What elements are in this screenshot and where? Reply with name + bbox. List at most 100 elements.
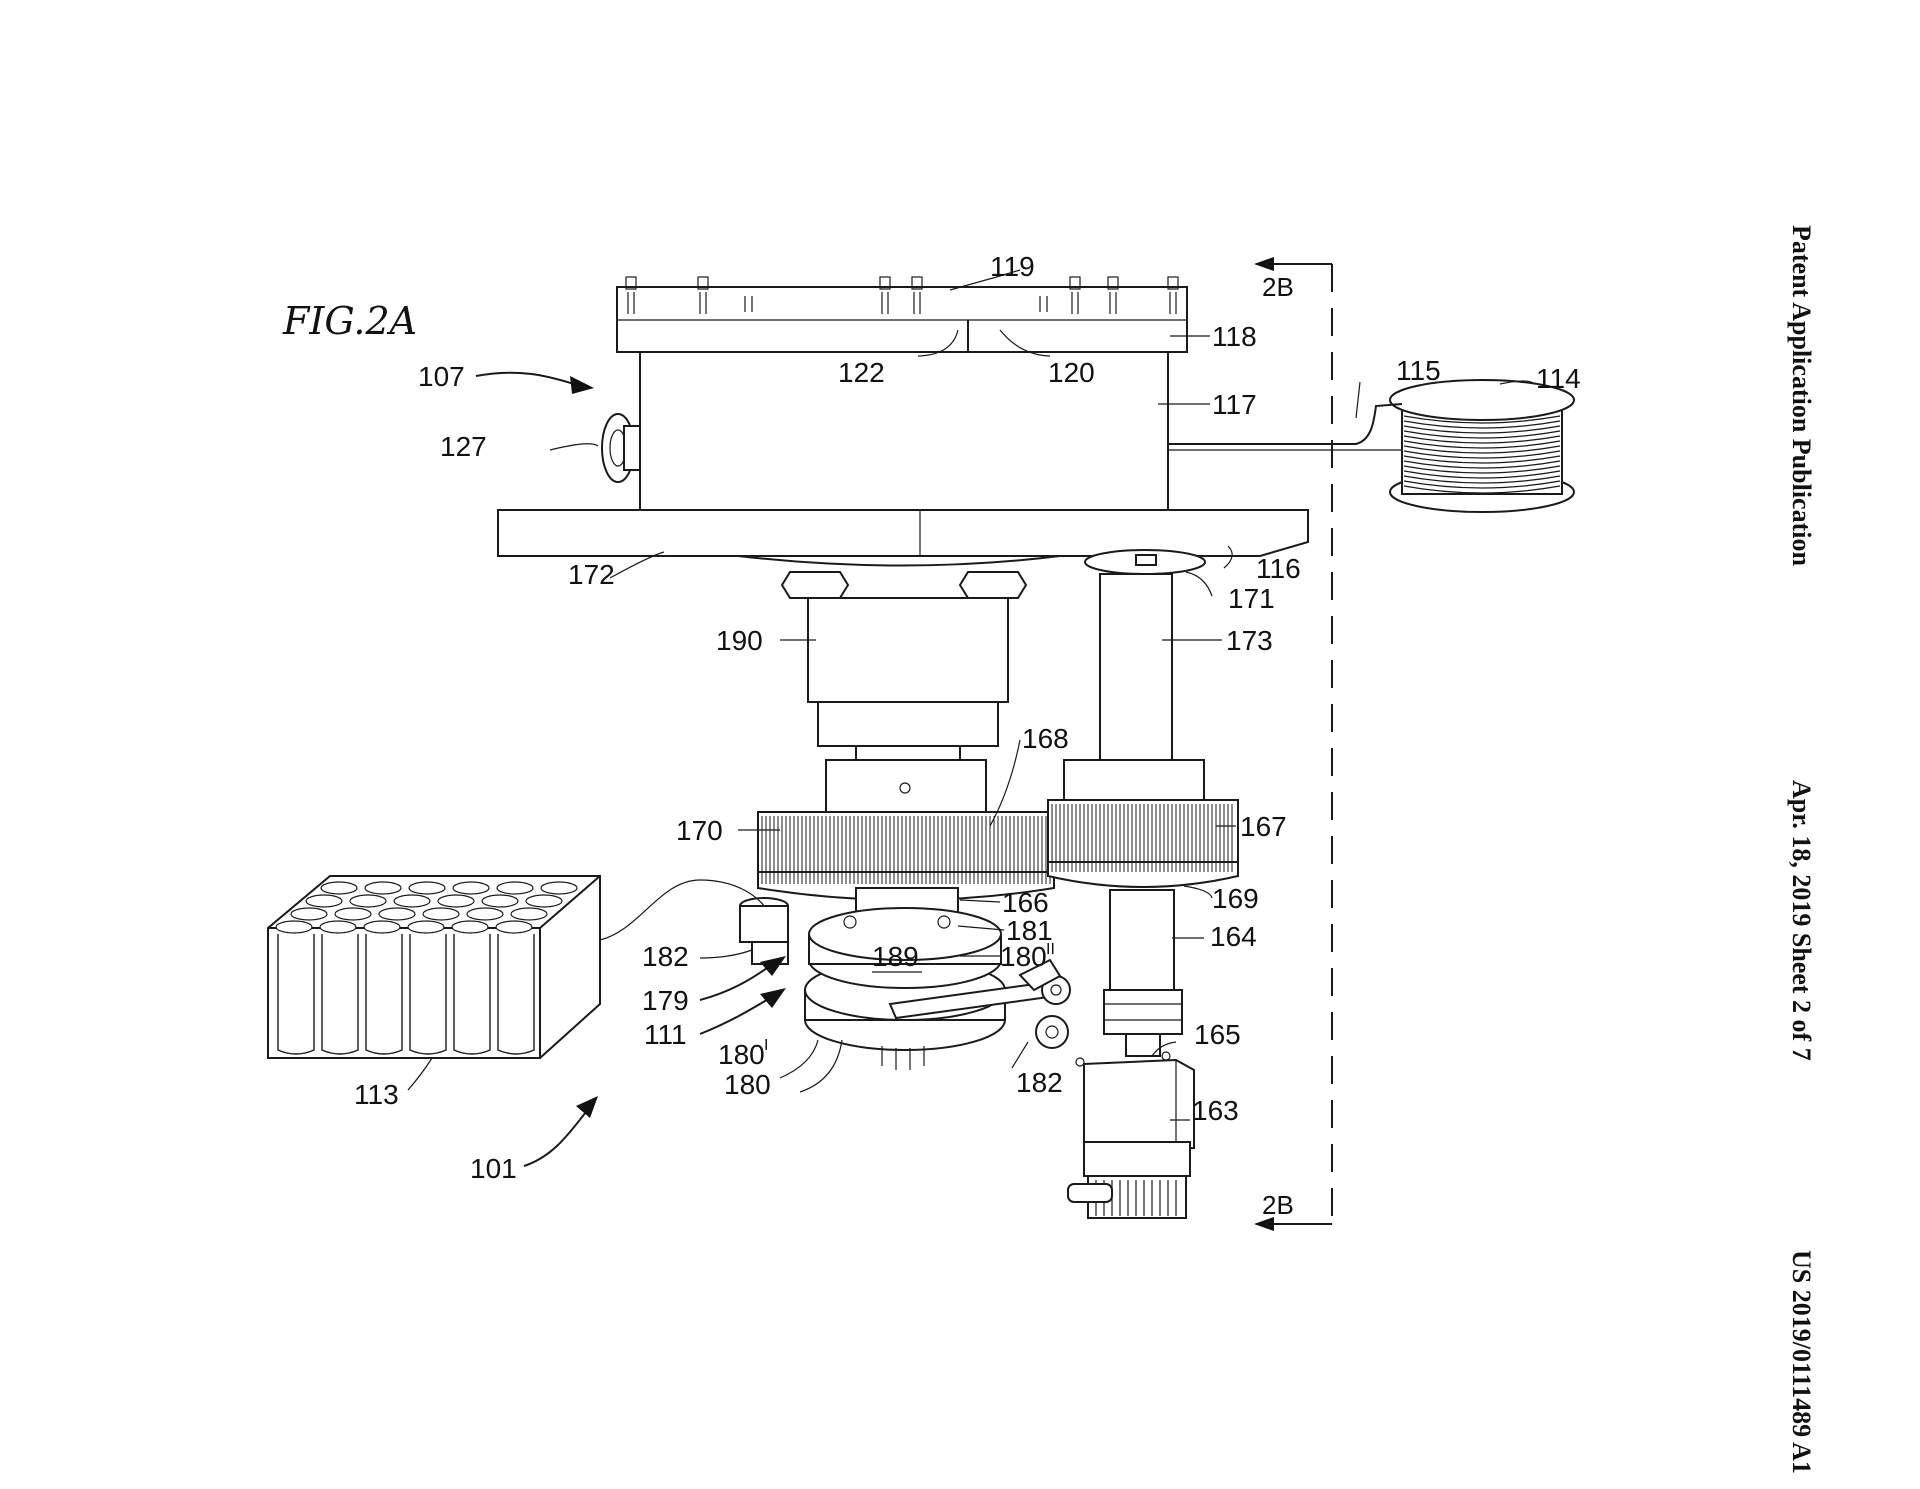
battery-cell-top (275, 920, 313, 934)
ref-170: 170 (676, 815, 723, 846)
battery-cell (497, 934, 535, 1055)
battery-cell-top (452, 881, 490, 895)
spool-wrap (1403, 445, 1561, 454)
spool-wrap (1403, 435, 1561, 444)
battery-cell (409, 934, 447, 1055)
section-arrow-icon (1254, 257, 1274, 271)
ref-171: 171 (1228, 583, 1275, 614)
ref-172: 172 (568, 559, 615, 590)
ref-119: 119 (990, 251, 1035, 282)
ref-120: 120 (1048, 357, 1095, 388)
battery-cell-top (422, 907, 460, 921)
ref-117: 117 (1212, 389, 1257, 420)
battery-cell-top (437, 894, 475, 908)
figure-title: FIG.2A (282, 299, 417, 343)
battery-cell-top (481, 894, 519, 908)
publication-number: US 2019/0111489 A1 (1787, 1250, 1816, 1474)
battery-cell-top (320, 881, 358, 895)
ref-182-right: 182 (1016, 1067, 1063, 1098)
gear-167 (1047, 799, 1239, 888)
ref-190: 190 (716, 625, 763, 656)
prime-i: I (764, 1037, 768, 1054)
ref-169: 169 (1212, 883, 1259, 914)
battery-cell-top (319, 920, 357, 934)
reference-labels: 119 118 122 120 107 117 115 114 127 172 … (354, 251, 1581, 1184)
reference-arrows (475, 371, 786, 1167)
lid-flange (616, 276, 1188, 353)
ref-182-left: 182 (642, 941, 689, 972)
ref-168: 168 (1022, 723, 1069, 754)
battery-cell-top (290, 907, 328, 921)
ref-180-i: 180 (718, 1039, 765, 1070)
ref-164: 164 (1210, 921, 1257, 952)
battery-cell-top (364, 881, 402, 895)
spool-wrap (1403, 455, 1561, 464)
ref-179: 179 (642, 985, 689, 1016)
battery-cell-top (510, 907, 548, 921)
battery-cell (365, 934, 403, 1055)
battery-cell-top (540, 881, 578, 895)
publication-title: Patent Application Publication (1787, 225, 1816, 566)
spool-wrap (1403, 475, 1561, 484)
battery-cell-top (334, 907, 372, 921)
leader-lines (407, 269, 1535, 1121)
ref-116: 116 (1256, 553, 1301, 584)
ref-163: 163 (1192, 1095, 1239, 1126)
battery-cell-top (393, 894, 431, 908)
ref-181: 181 (1006, 915, 1053, 946)
spool-wrap (1403, 480, 1561, 489)
spindle-housing (737, 555, 1061, 813)
spool-wrap (1403, 450, 1561, 459)
spool-wrap (1403, 460, 1561, 469)
ref-122: 122 (838, 357, 885, 388)
ref-113: 113 (354, 1079, 399, 1110)
battery-cable (599, 879, 765, 941)
ref-189: 189 (872, 941, 919, 972)
motor-163 (1067, 1051, 1195, 1219)
battery-cell-top (305, 894, 343, 908)
ref-173: 173 (1226, 625, 1273, 656)
ref-166: 166 (1002, 887, 1049, 918)
port-fitting (601, 413, 641, 483)
section-label-bottom: 2B (1262, 1190, 1294, 1220)
ref-111: 111 (644, 1019, 687, 1050)
battery-cell-top (525, 894, 563, 908)
battery-cell-top (407, 920, 445, 934)
battery-cell-top (451, 920, 489, 934)
ref-165: 165 (1194, 1019, 1241, 1050)
arrow-icon (576, 1096, 598, 1118)
ref-107: 107 (418, 361, 465, 392)
sensor-182 (739, 897, 789, 965)
spool-wrap (1403, 415, 1561, 424)
spool-wrap (1403, 465, 1561, 474)
battery-cell-top (495, 920, 533, 934)
right-shaft (1063, 549, 1206, 801)
gear-170 (757, 811, 1055, 901)
ref-114: 114 (1536, 363, 1581, 394)
battery-cell-top (466, 907, 504, 921)
ref-127: 127 (440, 431, 487, 462)
ref-118: 118 (1212, 321, 1257, 352)
arrow-icon (760, 956, 786, 976)
section-arrow-icon (1254, 1217, 1274, 1231)
battery-cell (321, 934, 359, 1055)
battery-cell (277, 934, 315, 1055)
ref-115: 115 (1396, 355, 1441, 386)
section-line-2b: 2B 2B (1254, 257, 1333, 1231)
ref-101: 101 (470, 1153, 517, 1184)
battery-pack (267, 875, 601, 1059)
spool-wrap (1403, 420, 1561, 429)
spool-wrap (1403, 425, 1561, 434)
section-label-top: 2B (1262, 272, 1294, 302)
ref-167: 167 (1240, 811, 1287, 842)
arrow-icon (570, 376, 594, 394)
base-plate (497, 509, 1309, 557)
prime-ii: II (1046, 941, 1055, 958)
battery-cell-top (363, 920, 401, 934)
arrow-icon (760, 988, 786, 1008)
spool-wrap (1403, 430, 1561, 439)
battery-cell-top (408, 881, 446, 895)
ref-180-ii: 180 (1000, 941, 1047, 972)
